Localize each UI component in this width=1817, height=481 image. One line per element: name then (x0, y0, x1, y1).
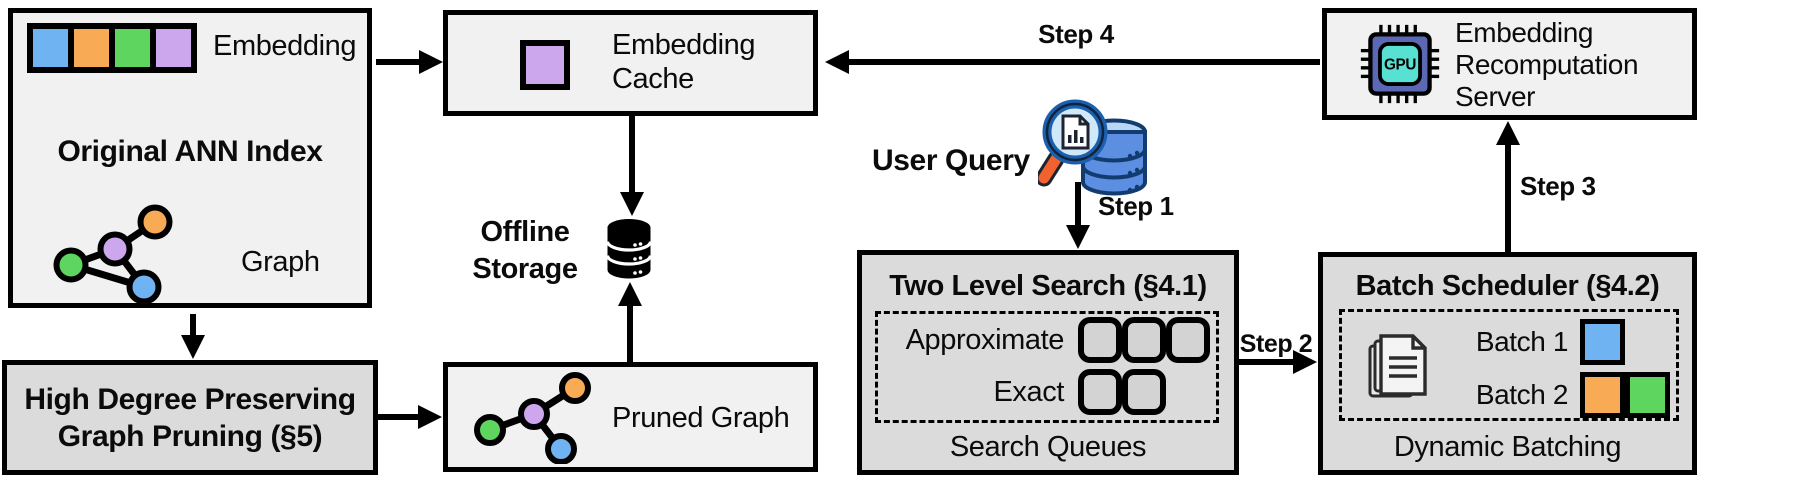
step1-label: Step 1 (1098, 191, 1174, 221)
approximate-label: Approximate (905, 323, 1065, 356)
exact-label: Exact (993, 375, 1064, 408)
batch1-row: Batch 1 (1450, 319, 1625, 365)
approximate-queue-row: Approximate (878, 317, 1210, 363)
recomputation-server-box: GPU Embedding Recomputation Server (1322, 8, 1697, 120)
two-level-search-title: Two Level Search (§4.1) (889, 270, 1207, 302)
batch2-item-orange (1580, 372, 1625, 418)
pruned-graph-label: Pruned Graph (612, 402, 790, 434)
batch2-row: Batch 2 (1450, 372, 1670, 418)
batch2-item-green (1625, 372, 1670, 418)
embedding-cell-blue (33, 29, 68, 67)
queue-slot-icon (1078, 317, 1122, 363)
exact-queue-row: Exact (878, 369, 1166, 415)
two-level-search-box: Two Level Search (§4.1) Approximate Exac… (857, 250, 1239, 475)
recomputation-server-label: Embedding Recomputation Server (1455, 17, 1639, 112)
query-search-icon (1038, 99, 1147, 196)
graph-pruning-title: High Degree Preserving Graph Pruning (§5… (24, 382, 356, 453)
graph-pruning-box: High Degree Preserving Graph Pruning (§5… (2, 360, 378, 475)
batch2-label: Batch 2 (1475, 379, 1569, 410)
pruned-graph-box: Pruned Graph (443, 362, 818, 472)
embedding-label: Embedding (213, 30, 357, 62)
queue-slot-icon (1166, 317, 1210, 363)
graph-label: Graph (241, 246, 320, 278)
dynamic-batching-caption: Dynamic Batching (1393, 431, 1622, 463)
database-icon (606, 219, 653, 279)
graph-icon (53, 204, 173, 305)
user-query-label: User Query (872, 144, 1030, 177)
cached-embedding-icon (520, 40, 570, 90)
gpu-chip-icon: GPU (1360, 24, 1440, 104)
step3-label: Step 3 (1520, 171, 1596, 201)
embedding-cache-label: Embedding Cache (612, 29, 756, 95)
gpu-chip-label: GPU (1384, 57, 1416, 74)
queue-slot-icon (1122, 369, 1166, 415)
search-queues-panel: Approximate Exact (875, 311, 1219, 423)
embedding-cache-box: Embedding Cache (443, 10, 818, 116)
search-queues-caption: Search Queues (949, 431, 1147, 463)
batch-scheduler-title: Batch Scheduler (§4.2) (1355, 270, 1660, 302)
queue-slot-icon (1078, 369, 1122, 415)
embedding-vector-icon (27, 23, 197, 73)
pruned-graph-icon (474, 372, 591, 464)
queue-slot-icon (1122, 317, 1166, 363)
batch1-label: Batch 1 (1475, 326, 1569, 357)
dynamic-batching-panel: Batch 1 Batch 2 (1339, 309, 1679, 421)
embedding-cell-green (115, 29, 150, 67)
embedding-cell-purple (156, 29, 191, 67)
original-ann-index-box: Embedding Original ANN Index Graph (8, 8, 372, 308)
offline-storage-label: Offline Storage (472, 216, 578, 285)
batch1-item-blue (1580, 319, 1625, 365)
documents-icon (1368, 334, 1427, 398)
batch-scheduler-box: Batch Scheduler (§4.2) Batch 1 Batch 2 (1318, 252, 1697, 475)
embedding-cell-orange (74, 29, 109, 67)
ann-index-title: Original ANN Index (57, 135, 323, 168)
step4-label: Step 4 (1038, 19, 1114, 49)
step2-label: Step 2 (1239, 330, 1313, 358)
